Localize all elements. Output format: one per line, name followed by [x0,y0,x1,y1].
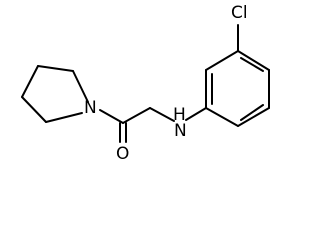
bond-nh-aryl [185,107,207,121]
bond-benz-3 [237,50,270,71]
atom-label-o: O [116,144,129,164]
bond-ring-a [72,70,89,103]
atom-label-nh-h: H [173,105,186,125]
bond-carbonyl-ch2 [122,107,151,124]
bond-n-carbonyl [99,109,124,124]
bond-ch2-nh [149,107,175,122]
atom-label-nh-n: N [174,121,187,141]
bond-ring-b [37,65,74,72]
bond-benz-2 [205,50,239,71]
bond-benz-inner-3 [240,104,264,121]
bond-benz-5 [237,107,270,127]
bond-ring-e [45,112,83,123]
bond-benz-6 [205,107,239,127]
bond-benz-inner-2 [240,57,264,72]
bond-ring-d [21,96,47,123]
atom-label-cl: Cl [231,3,248,23]
structure-svg: Cl H N N O [21,3,270,164]
bond-ring-c [21,65,39,98]
molecule-diagram: Cl H N N O [21,3,270,164]
atom-label-ring-n: N [84,98,97,118]
